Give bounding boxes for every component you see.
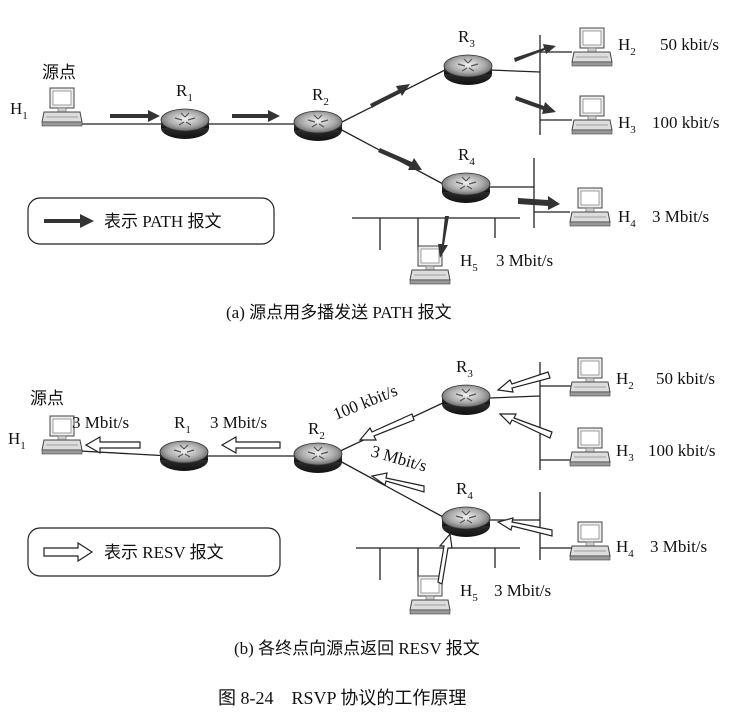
host-label-h2-b: H2 bbox=[616, 369, 634, 392]
legend-b: 表示 RESV 报文 bbox=[27, 527, 281, 577]
legend-resv-arrow bbox=[43, 541, 94, 563]
host-h5-b bbox=[409, 575, 451, 615]
router-r3-b bbox=[441, 384, 491, 416]
router-label-r1-a: R1 bbox=[176, 81, 193, 104]
router-r1 bbox=[160, 108, 210, 140]
host-h3-b bbox=[569, 427, 611, 467]
resv-arrow-h4-r4 bbox=[496, 517, 553, 537]
router-label-r3-b: R3 bbox=[456, 357, 473, 380]
resv-arrow-r4-r2 bbox=[370, 472, 425, 493]
router-r4-b bbox=[441, 506, 491, 538]
path-arrow-h1-r1 bbox=[110, 110, 160, 122]
host-label-h4-b: H4 bbox=[616, 537, 634, 560]
links-a bbox=[62, 35, 572, 250]
path-arrow-r3-h3 bbox=[515, 96, 556, 114]
router-r2 bbox=[293, 110, 343, 142]
caption-b: (b) 各终点向源点返回 RESV 报文 bbox=[234, 639, 480, 658]
router-r1-b bbox=[159, 440, 209, 472]
host-label-h4-a: H4 bbox=[618, 207, 636, 230]
legend-path-arrow bbox=[44, 214, 94, 228]
path-arrow-r2-r4 bbox=[378, 148, 422, 170]
rate-label-h3-b: 100 kbit/s bbox=[648, 441, 716, 460]
host-h3 bbox=[571, 95, 613, 135]
router-label-r2-a: R2 bbox=[312, 85, 329, 108]
resv-arrow-h5-r4 bbox=[437, 532, 453, 585]
rate-label-r2-r3: 100 kbit/s bbox=[330, 381, 400, 424]
resv-arrow-r1-h1 bbox=[84, 435, 141, 455]
panel-b: 源点 H1 3 Mbit/s R1 3 Mbit/s R2 100 kbit/s… bbox=[8, 357, 716, 658]
router-r3 bbox=[443, 54, 493, 86]
legend-a: 表示 PATH 报文 bbox=[27, 197, 275, 245]
host-label-h5-a: H5 bbox=[460, 251, 478, 274]
resv-arrow-h2-r3 bbox=[496, 371, 551, 393]
router-r2-b bbox=[293, 442, 343, 474]
host-label-h2-a: H2 bbox=[618, 35, 636, 58]
rate-label-r2-r4: 3 Mbit/s bbox=[369, 442, 429, 476]
legend-text-a: 表示 PATH 报文 bbox=[104, 212, 221, 231]
router-r4 bbox=[441, 172, 491, 204]
rate-label-h5-a: 3 Mbit/s bbox=[496, 251, 553, 270]
rate-label-h5-b: 3 Mbit/s bbox=[494, 581, 551, 600]
router-label-r2-b: R2 bbox=[308, 419, 325, 442]
rate-label-h2-b: 50 kbit/s bbox=[656, 369, 715, 388]
panel-a: 源点 H1 R1 R2 R3 R4 H2 50 kbit/s H3 100 kb… bbox=[10, 27, 720, 322]
resv-arrow-h3-r3 bbox=[498, 413, 553, 439]
rate-label-h4-a: 3 Mbit/s bbox=[652, 207, 709, 226]
rate-label-h4-b: 3 Mbit/s bbox=[650, 537, 707, 556]
path-arrow-r3-h2 bbox=[514, 44, 556, 62]
host-label-h5-b: H5 bbox=[460, 581, 478, 604]
rate-label-h1-r1: 3 Mbit/s bbox=[72, 413, 129, 432]
resv-arrows bbox=[84, 371, 553, 585]
path-arrow-r4-h4 bbox=[518, 196, 560, 210]
source-label-a: 源点 bbox=[42, 63, 76, 82]
source-label-b: 源点 bbox=[30, 389, 64, 408]
legend-text-b: 表示 RESV 报文 bbox=[104, 543, 224, 562]
host-label-h3-a: H3 bbox=[618, 113, 636, 136]
router-label-r1-b: R1 bbox=[174, 413, 191, 436]
host-h5 bbox=[409, 245, 451, 285]
host-h4 bbox=[569, 187, 611, 227]
host-h2-b bbox=[569, 357, 611, 397]
host-label-h1-a: H1 bbox=[10, 99, 28, 122]
rate-label-h3-a: 100 kbit/s bbox=[652, 113, 720, 132]
figure-title: 图 8-24 RSVP 协议的工作原理 bbox=[218, 688, 466, 708]
router-label-r4-b: R4 bbox=[456, 479, 473, 502]
host-label-h3-b: H3 bbox=[616, 441, 634, 464]
router-label-r4-a: R4 bbox=[458, 145, 475, 168]
router-label-r3-a: R3 bbox=[458, 27, 475, 50]
rate-label-h2-a: 50 kbit/s bbox=[660, 35, 719, 54]
host-h1 bbox=[41, 87, 83, 127]
host-label-h1-b: H1 bbox=[8, 429, 26, 452]
path-arrow-r2-r3 bbox=[370, 84, 410, 108]
host-h4-b bbox=[569, 521, 611, 561]
path-arrow-r4-h5 bbox=[438, 216, 449, 258]
resv-arrow-r2-r1 bbox=[220, 435, 281, 455]
caption-a: (a) 源点用多播发送 PATH 报文 bbox=[226, 303, 452, 322]
path-arrow-r1-r2 bbox=[232, 110, 280, 122]
resv-arrow-r3-r2 bbox=[358, 413, 415, 441]
host-h2 bbox=[571, 27, 613, 67]
path-arrows bbox=[110, 44, 560, 258]
rate-label-r1-r2: 3 Mbit/s bbox=[210, 413, 267, 432]
